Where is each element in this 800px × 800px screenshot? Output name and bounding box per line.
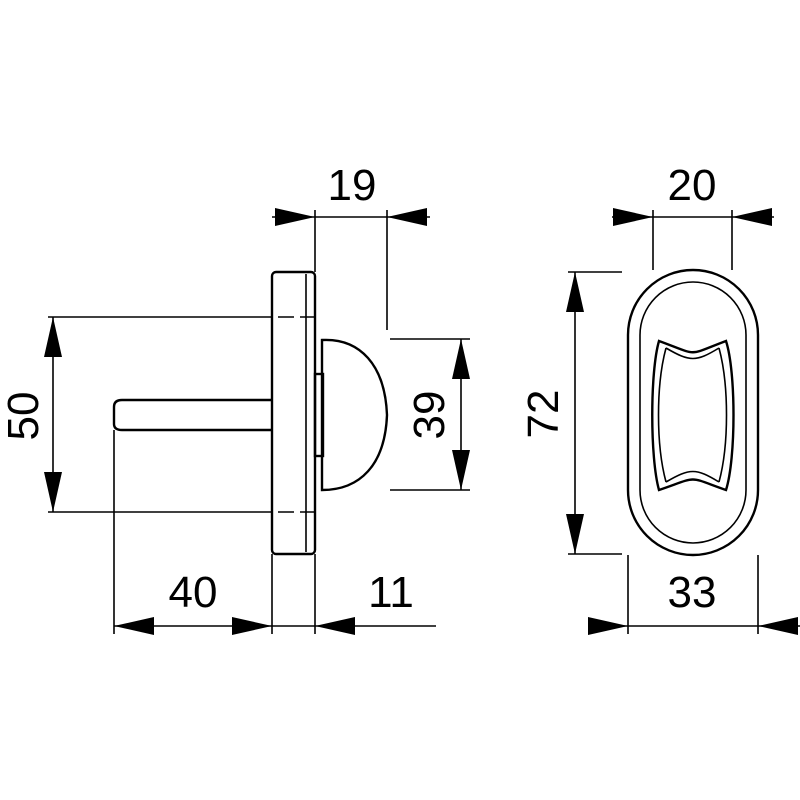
dim-20-label: 20 [668, 161, 717, 210]
dim-72-arrow-top [566, 272, 584, 312]
thumb-turn-front [651, 339, 735, 492]
dim-39-arrow-top [452, 339, 470, 379]
dim-40-arrow-left [114, 617, 154, 635]
dim-39-label: 39 [405, 391, 454, 440]
front-view: 20 72 33 [519, 161, 800, 635]
dim-11-arrow-right [315, 617, 355, 635]
dim-33-arrow-right [758, 617, 798, 635]
dim-72-label: 72 [519, 390, 568, 439]
dim-50-label: 50 [0, 392, 48, 441]
dim-33-arrow-left [588, 617, 628, 635]
dim-20-arrow-left [613, 208, 653, 226]
dim-19-arrow-right [387, 208, 427, 226]
spindle [112, 398, 272, 432]
thumb-turn-side [320, 338, 389, 492]
thumb-turn-grip-right [718, 347, 728, 483]
rose-plate-front [626, 268, 760, 557]
dim-33-label: 33 [668, 568, 717, 617]
dim-50-arrow-top [44, 317, 62, 357]
dim-20-arrow-right [732, 208, 772, 226]
thumb-turn-grip-bottom [665, 470, 720, 483]
dim-19-arrow-left [275, 208, 315, 226]
thumb-turn-grip-top [665, 347, 720, 360]
dim-39-arrow-bottom [452, 450, 470, 490]
rose-plate-front-inner [639, 281, 747, 544]
dim-50-arrow-bottom [44, 472, 62, 512]
side-view: 50 40 11 19 39 [0, 161, 470, 635]
dim-72-arrow-bottom [566, 514, 584, 554]
dim-40-arrow-right [232, 617, 272, 635]
thumb-turn-grip-left [657, 347, 667, 483]
dim-40-label: 40 [169, 568, 218, 617]
dim-11-label: 11 [368, 568, 414, 617]
dim-19-label: 19 [328, 161, 377, 210]
